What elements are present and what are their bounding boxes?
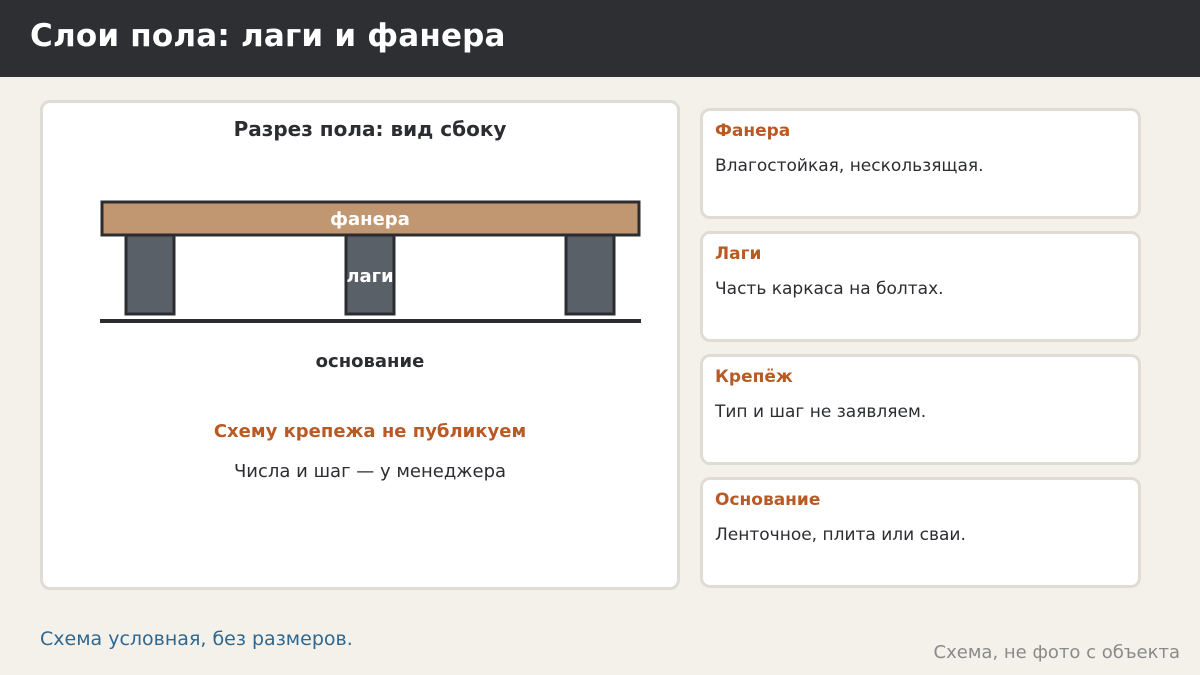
- joist-center: [344, 232, 396, 316]
- diagram-title: Разрез пола: вид сбоку: [234, 117, 507, 141]
- footnote: Схема условная, без размеров.: [40, 628, 353, 650]
- floor-section-diagram: Разрез пола: вид сбоку лаги фанера основ…: [100, 117, 641, 482]
- card-foundation: Основание Ленточное, плита или сваи.: [700, 477, 1141, 588]
- base-label: основание: [316, 351, 425, 372]
- card-title: Крепёж: [715, 367, 793, 387]
- header-bar: Слои пола: лаги и фанера: [0, 0, 1200, 77]
- joist-label: лаги: [346, 266, 393, 287]
- joist-right: [564, 232, 616, 316]
- diagram-panel: Разрез пола: вид сбоку лаги фанера основ…: [40, 100, 680, 590]
- card-joists: Лаги Часть каркаса на болтах.: [700, 231, 1141, 342]
- card-fasteners: Крепёж Тип и шаг не заявляем.: [700, 354, 1141, 465]
- card-text: Влагостойкая, нескользящая.: [715, 156, 984, 176]
- watermark-caption: Схема, не фото с объекта: [933, 642, 1180, 663]
- joist-left: [124, 232, 176, 316]
- notice-text: Числа и шаг — у менеджера: [234, 461, 506, 482]
- card-title: Основание: [715, 490, 821, 510]
- notice-title: Схему крепежа не публикуем: [214, 421, 526, 442]
- card-plywood: Фанера Влагостойкая, нескользящая.: [700, 108, 1141, 219]
- card-text: Тип и шаг не заявляем.: [715, 402, 927, 422]
- card-text: Часть каркаса на болтах.: [715, 279, 944, 299]
- page-title: Слои пола: лаги и фанера: [30, 18, 506, 54]
- plywood-layer: [100, 200, 641, 237]
- plywood-label: фанера: [330, 209, 410, 230]
- card-text: Ленточное, плита или сваи.: [715, 525, 966, 545]
- card-title: Лаги: [715, 244, 762, 264]
- card-title: Фанера: [715, 121, 791, 141]
